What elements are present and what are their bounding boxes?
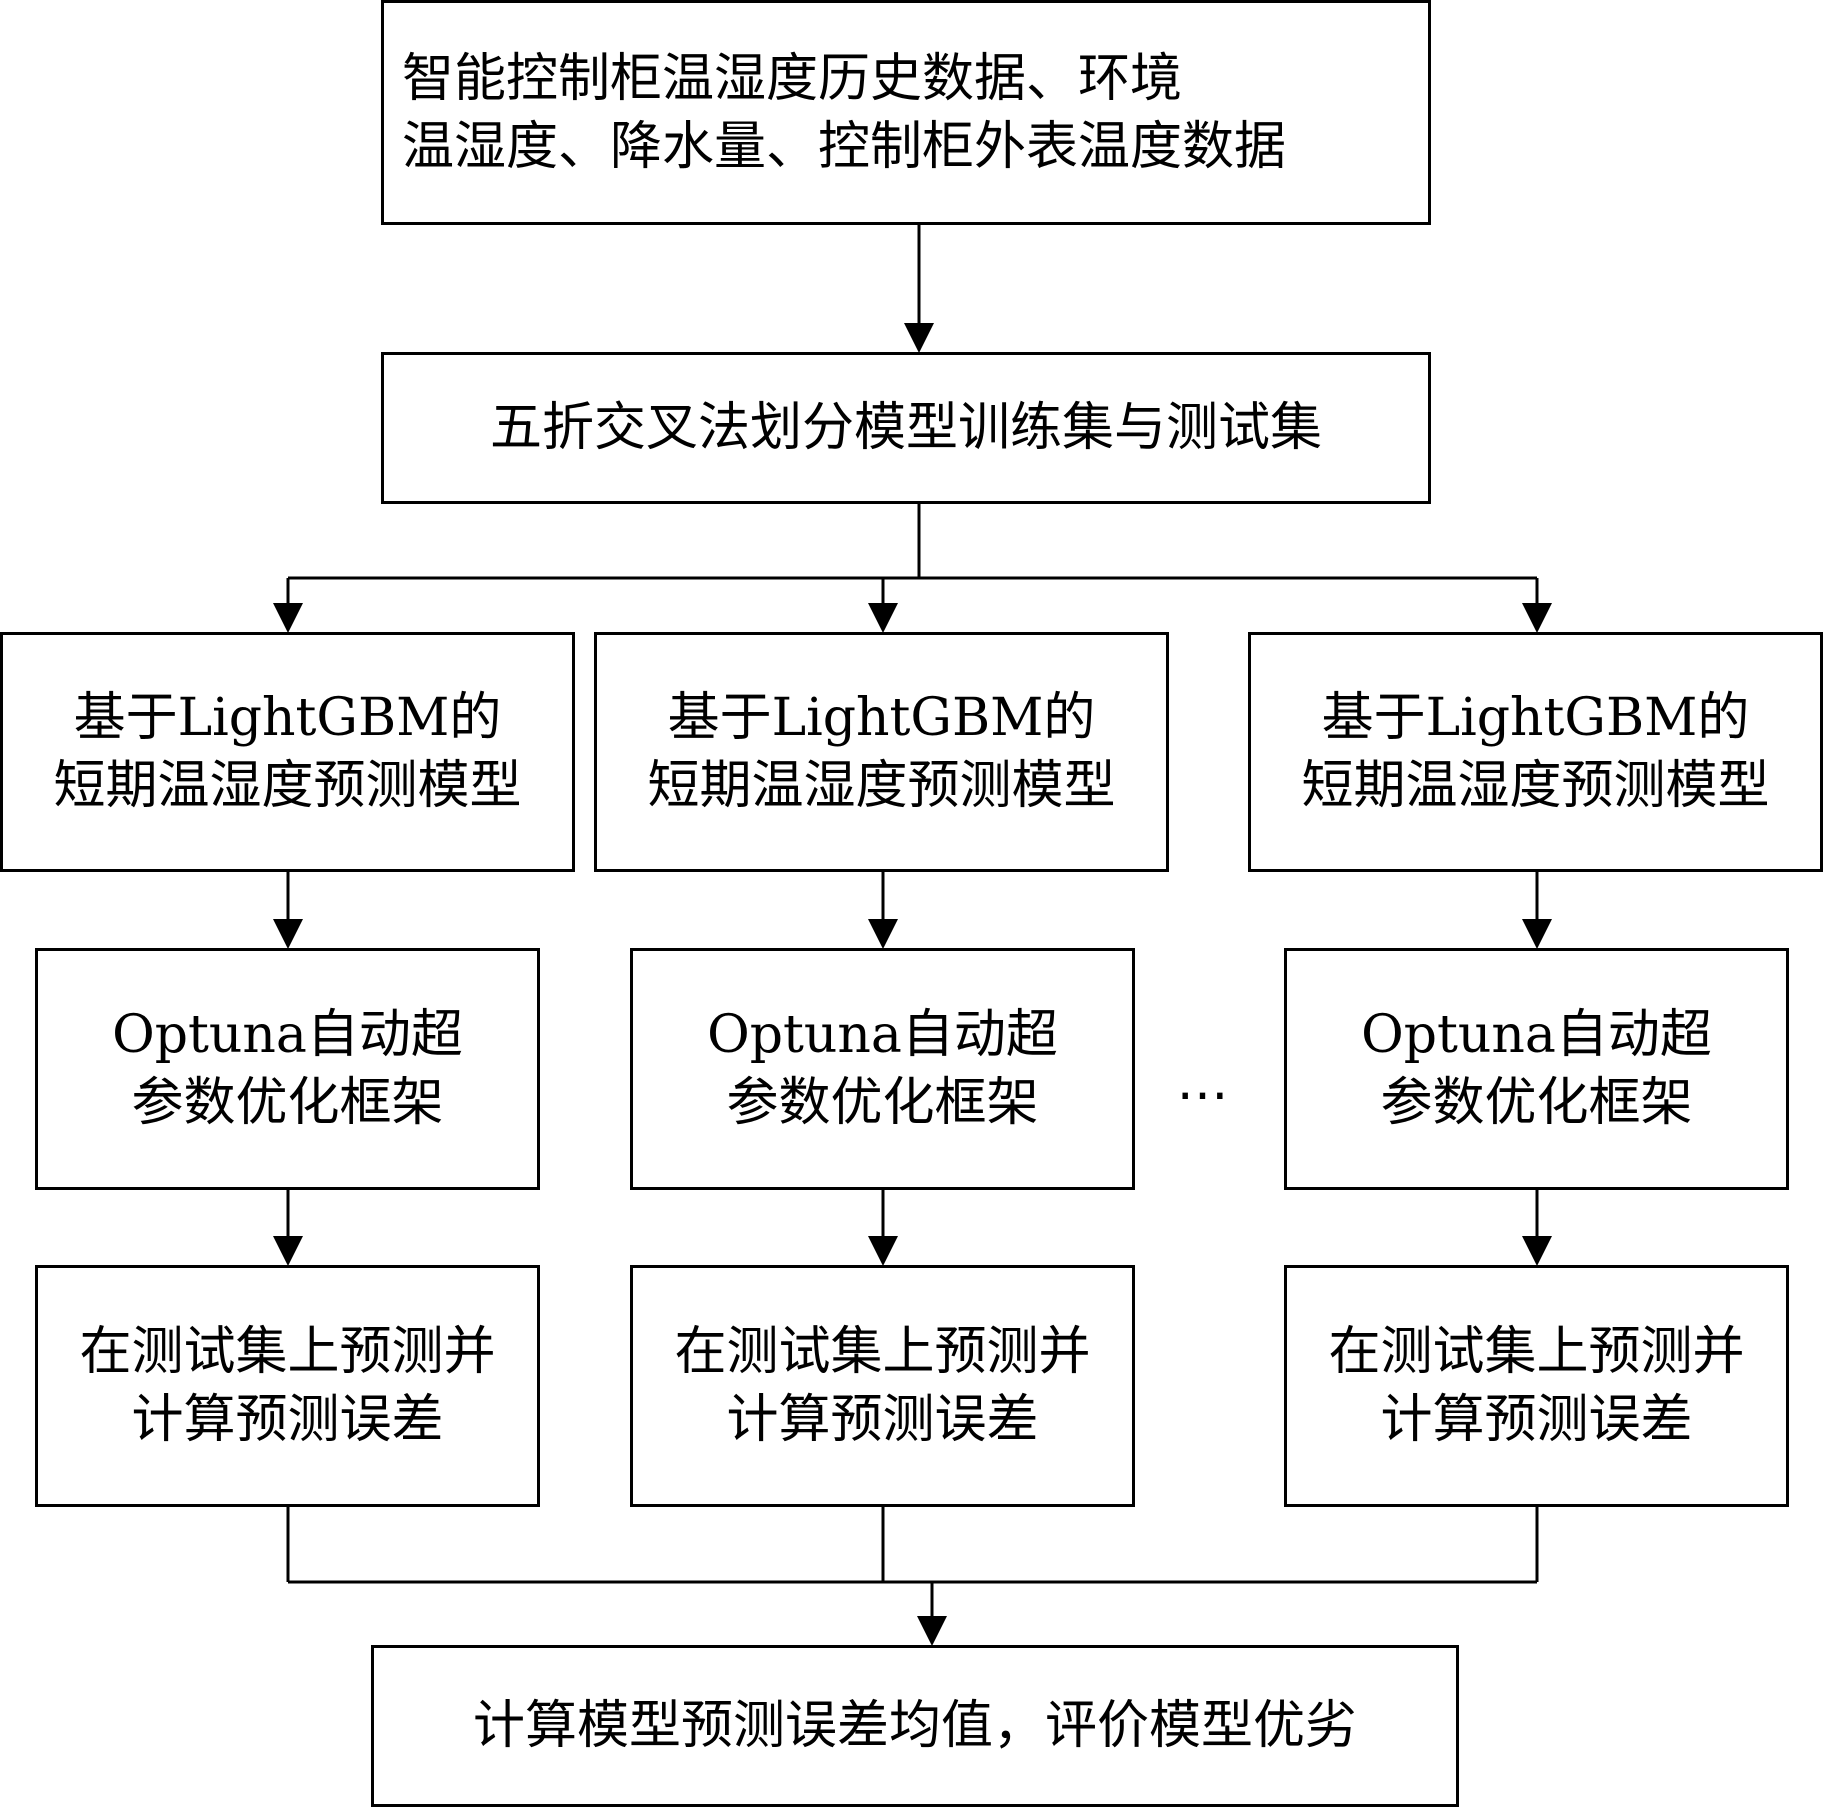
predict-error-line-1: 在测试集上预测并: [79, 1322, 496, 1382]
optuna-line-2: 参数优化框架: [726, 1073, 1039, 1133]
predict-error-line-2: 计算预测误差: [1380, 1390, 1693, 1450]
optuna-line-1: Optuna自动超: [707, 1005, 1058, 1065]
optuna-line-2: 参数优化框架: [1380, 1073, 1693, 1133]
source-data-line-2: 温湿度、降水量、控制柜外表温度数据: [402, 116, 1287, 177]
lightgbm-model-box-2: 基于LightGBM的 短期温湿度预测模型: [594, 632, 1169, 872]
optuna-line-2: 参数优化框架: [131, 1073, 444, 1133]
lightgbm-model-line-2: 短期温湿度预测模型: [53, 756, 522, 816]
lightgbm-model-line-2: 短期温湿度预测模型: [647, 756, 1116, 816]
lightgbm-model-box-1: 基于LightGBM的 短期温湿度预测模型: [0, 632, 575, 872]
result-evaluation-label: 计算模型预测误差均值，评价模型优劣: [472, 1696, 1357, 1756]
lightgbm-model-line-1: 基于LightGBM的: [667, 688, 1096, 748]
lightgbm-model-line-2: 短期温湿度预测模型: [1301, 756, 1770, 816]
optuna-box-3: Optuna自动超 参数优化框架: [1284, 948, 1789, 1190]
predict-error-box-2: 在测试集上预测并 计算预测误差: [630, 1265, 1135, 1507]
cross-validation-split-box: 五折交叉法划分模型训练集与测试集: [381, 352, 1431, 504]
source-data-box: 智能控制柜温湿度历史数据、环境 温湿度、降水量、控制柜外表温度数据: [381, 0, 1431, 225]
optuna-line-1: Optuna自动超: [112, 1005, 463, 1065]
cross-validation-split-label: 五折交叉法划分模型训练集与测试集: [489, 398, 1322, 458]
predict-error-box-3: 在测试集上预测并 计算预测误差: [1284, 1265, 1789, 1507]
result-evaluation-box: 计算模型预测误差均值，评价模型优劣: [371, 1645, 1459, 1807]
predict-error-line-1: 在测试集上预测并: [1328, 1322, 1745, 1382]
optuna-box-2: Optuna自动超 参数优化框架: [630, 948, 1135, 1190]
predict-error-box-1: 在测试集上预测并 计算预测误差: [35, 1265, 540, 1507]
lightgbm-model-box-3: 基于LightGBM的 短期温湿度预测模型: [1248, 632, 1823, 872]
optuna-line-1: Optuna自动超: [1361, 1005, 1712, 1065]
predict-error-line-1: 在测试集上预测并: [674, 1322, 1091, 1382]
predict-error-line-2: 计算预测误差: [131, 1390, 444, 1450]
source-data-line-1: 智能控制柜温湿度历史数据、环境: [402, 48, 1183, 109]
lightgbm-model-line-1: 基于LightGBM的: [73, 688, 502, 748]
optuna-box-1: Optuna自动超 参数优化框架: [35, 948, 540, 1190]
lightgbm-model-line-1: 基于LightGBM的: [1321, 688, 1750, 748]
ellipsis: …: [1176, 1052, 1229, 1112]
predict-error-line-2: 计算预测误差: [726, 1390, 1039, 1450]
